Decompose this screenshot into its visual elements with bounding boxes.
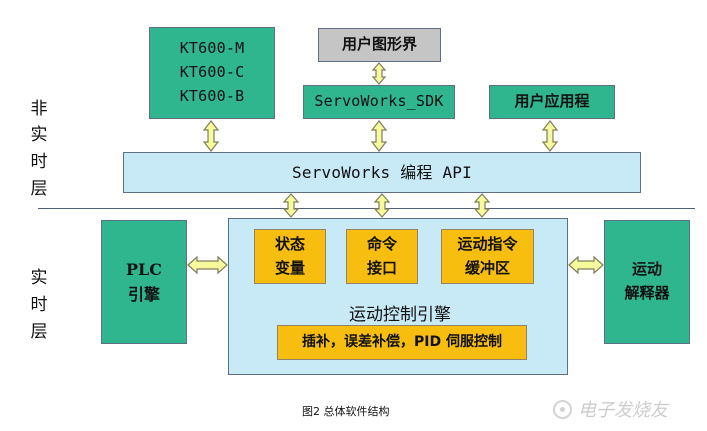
interpolation-box: 插补，误差补偿，PID 伺服控制 bbox=[277, 325, 527, 360]
motion-buffer-box: 运动指令 缓冲区 bbox=[441, 229, 534, 284]
figure-caption: 图2 总体软件结构 bbox=[302, 405, 390, 418]
plc-label-line-2: 引擎 bbox=[127, 285, 160, 304]
api-box: ServoWorks 编程 API bbox=[123, 152, 641, 193]
state-variable-line-2: 变量 bbox=[274, 258, 305, 277]
non-realtime-char-1: 非 bbox=[30, 99, 48, 119]
non-realtime-char-3: 时 bbox=[30, 152, 48, 172]
arrow-sdk-to-api bbox=[370, 120, 388, 152]
user-gui-box: 用户图形界 bbox=[318, 28, 441, 62]
motion-engine-label: 运动控制引擎 bbox=[349, 305, 451, 325]
kt600-b-label: KT600-B bbox=[179, 86, 245, 105]
realtime-char-2: 时 bbox=[30, 295, 48, 315]
kt600-c-label: KT600-C bbox=[179, 63, 245, 82]
command-interface-line-2: 接口 bbox=[366, 258, 397, 277]
api-label: ServoWorks 编程 API bbox=[292, 162, 472, 182]
kt600-m-label: KT600-M bbox=[179, 39, 245, 58]
arrow-kt600-to-api bbox=[202, 120, 220, 152]
command-interface-line-1: 命令 bbox=[366, 234, 397, 253]
servoworks-sdk-label: ServoWorks_SDK bbox=[314, 92, 444, 111]
interpreter-line-2: 解释器 bbox=[624, 284, 670, 302]
watermark: 电子发烧友 bbox=[553, 396, 693, 422]
watermark-logo-icon bbox=[553, 399, 572, 419]
layer-divider bbox=[38, 208, 695, 209]
state-variable-box: 状态 变量 bbox=[254, 229, 326, 284]
non-realtime-char-2: 实 bbox=[30, 125, 48, 145]
realtime-char-1: 实 bbox=[30, 268, 48, 288]
user-app-label: 用户应用程 bbox=[514, 92, 590, 111]
realtime-char-3: 层 bbox=[30, 322, 48, 342]
arrow-plc-to-engine bbox=[187, 255, 228, 275]
plc-engine-box: PLC 引擎 bbox=[101, 220, 187, 344]
kt600-box: KT600-M KT600-C KT600-B bbox=[149, 27, 275, 119]
watermark-text: 电子发烧友 bbox=[578, 400, 668, 421]
servoworks-sdk-box: ServoWorks_SDK bbox=[303, 85, 455, 119]
arrow-api-to-command-interface bbox=[373, 193, 391, 218]
command-interface-box: 命令 接口 bbox=[346, 229, 418, 284]
interpreter-line-1: 运动 bbox=[631, 260, 662, 279]
motion-buffer-line-1: 运动指令 bbox=[457, 234, 518, 253]
arrow-engine-to-interpreter bbox=[568, 255, 604, 275]
arrow-api-to-state-variable bbox=[282, 193, 300, 218]
arrow-api-to-motion-buffer bbox=[473, 193, 491, 218]
arrow-gui-to-sdk bbox=[371, 62, 387, 85]
motion-interpreter-box: 运动 解释器 bbox=[604, 220, 690, 344]
plc-label-line-1: PLC bbox=[125, 259, 162, 279]
state-variable-line-1: 状态 bbox=[274, 234, 305, 253]
interpolation-label: 插补，误差补偿，PID 伺服控制 bbox=[302, 334, 502, 351]
non-realtime-char-4: 层 bbox=[30, 179, 48, 199]
user-gui-label: 用户图形界 bbox=[341, 35, 417, 54]
user-app-box: 用户应用程 bbox=[489, 85, 615, 119]
arrow-user-app-to-api bbox=[541, 120, 559, 152]
motion-buffer-line-2: 缓冲区 bbox=[464, 258, 510, 277]
